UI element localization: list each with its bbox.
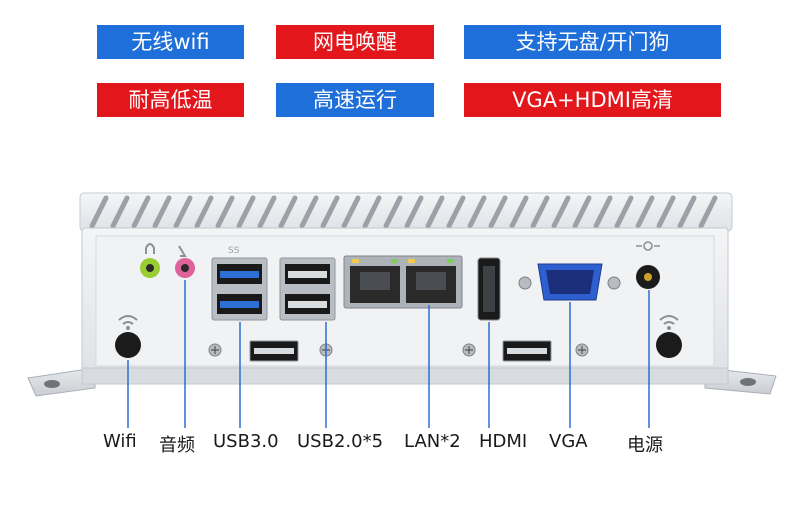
audio-jacks <box>140 243 195 278</box>
power-jack <box>636 241 660 289</box>
wifi-antenna-right <box>656 315 682 358</box>
port-label-lan: LAN*2 <box>404 431 461 452</box>
mounting-bracket-left <box>27 367 96 397</box>
heatsink-fin <box>425 195 445 229</box>
heatsink-fin <box>509 195 529 229</box>
port-label-audio: 音频 <box>159 435 195 456</box>
svg-text:SS: SS <box>228 246 240 256</box>
heatsink-fin <box>362 195 382 229</box>
usb2-port-lower-right <box>502 340 552 362</box>
port-label-vga: VGA <box>549 431 588 452</box>
heatsink-fin <box>530 195 550 229</box>
heatsink-fin <box>383 195 403 229</box>
heatsink-fin <box>614 195 634 229</box>
port-label-wifi: Wifi <box>103 431 137 452</box>
heatsink-fin <box>656 195 676 229</box>
heatsink-fin <box>404 195 424 229</box>
heatsink-fin <box>236 195 256 229</box>
feature-badge-wifi: 无线wifi <box>97 25 244 59</box>
heatsink-fin <box>677 195 697 229</box>
heatsink-fin <box>467 195 487 229</box>
port-label-hdmi: HDMI <box>479 431 528 452</box>
usb3-ports: SS <box>211 246 268 321</box>
heatsink-fin <box>572 195 592 229</box>
lan-ports <box>343 255 463 309</box>
heatsink-fin <box>299 195 319 229</box>
vga-port <box>518 263 621 301</box>
heatsink-fin <box>320 195 340 229</box>
heatsink-fin <box>488 195 508 229</box>
port-label-usb2: USB2.0*5 <box>297 431 384 452</box>
heatsink-fin <box>341 195 361 229</box>
heatsink-fin <box>152 195 172 229</box>
heatsink-fin <box>551 195 571 229</box>
hdmi-port <box>477 257 501 321</box>
heatsink-fin <box>110 195 130 229</box>
heatsink-fin <box>215 195 235 229</box>
heatsink-fins <box>79 192 733 232</box>
wifi-antenna-left <box>115 315 141 358</box>
port-label-usb3: USB3.0 <box>213 431 279 452</box>
heatsink-fin <box>89 195 109 229</box>
callout-lines <box>127 280 650 428</box>
heatsink-fin <box>131 195 151 229</box>
feature-badge-temperature: 耐高低温 <box>97 83 244 117</box>
feature-badge-wake-on-lan: 网电唤醒 <box>276 25 434 59</box>
heatsink-fin <box>635 195 655 229</box>
port-label-power: 电源 <box>627 435 663 456</box>
feature-badge-diskless-watchdog: 支持无盘/开门狗 <box>464 25 721 59</box>
heatsink-fin <box>194 195 214 229</box>
heatsink-fin <box>593 195 613 229</box>
feature-badge-vga-hdmi: VGA+HDMI高清 <box>464 83 721 117</box>
heatsink-fin <box>446 195 466 229</box>
usb2-ports-stack <box>279 257 336 321</box>
heatsink-fin <box>698 195 718 229</box>
feature-badge-high-speed: 高速运行 <box>276 83 434 117</box>
heatsink-fin <box>173 195 193 229</box>
usb2-port-lower-left <box>249 340 299 362</box>
heatsink-fin <box>257 195 277 229</box>
heatsink-fin <box>278 195 298 229</box>
